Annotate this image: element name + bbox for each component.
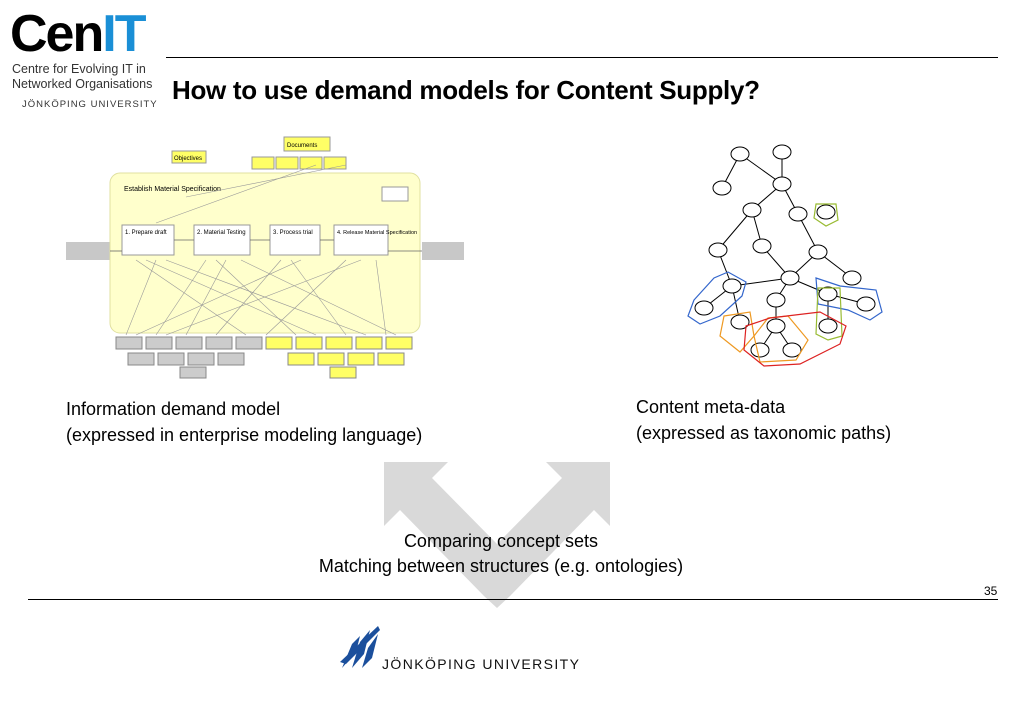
logo-subtitle-line1: Centre for Evolving IT in bbox=[12, 62, 146, 76]
tree-nodes bbox=[694, 144, 876, 358]
output-bar bbox=[422, 242, 464, 260]
step-4-box bbox=[333, 224, 389, 256]
step-3-box bbox=[269, 224, 321, 256]
jonkoping-university-emblem-icon bbox=[340, 626, 380, 668]
objectives-label: Objectives bbox=[174, 156, 202, 162]
logo-university: JÖNKÖPING UNIVERSITY bbox=[22, 99, 158, 110]
center-text-line2: Matching between structures (e.g. ontolo… bbox=[318, 556, 684, 576]
step-1-label: 1. Prepare draft bbox=[125, 230, 167, 236]
legend-box bbox=[381, 186, 409, 202]
bottom-divider bbox=[28, 599, 998, 600]
documents-box bbox=[283, 136, 331, 152]
right-caption-line1: Content meta-data bbox=[636, 397, 786, 417]
right-caption: Content meta-data (expressed as taxonomi… bbox=[636, 394, 891, 446]
left-caption-line2: (expressed in enterprise modeling langua… bbox=[66, 425, 423, 445]
documents-label: Documents bbox=[287, 143, 317, 149]
top-divider bbox=[166, 57, 998, 58]
double-arrow-graphic bbox=[384, 462, 610, 608]
process-title: Establish Material Specification bbox=[124, 186, 221, 193]
left-caption: Information demand model (expressed in e… bbox=[66, 396, 422, 448]
double-arrow-shape bbox=[384, 462, 610, 608]
right-caption-line2: (expressed as taxonomic paths) bbox=[636, 423, 892, 443]
taxonomic-path-outlines bbox=[687, 203, 883, 367]
step-3-label: 3. Process trial bbox=[273, 230, 313, 236]
output-boxes bbox=[115, 336, 413, 379]
logo-subtitle-line2: Networked Organisations bbox=[12, 77, 153, 91]
document-items bbox=[251, 156, 347, 170]
center-text-line1: Comparing concept sets bbox=[403, 531, 599, 551]
step-4-label: 4. Release Material Specification bbox=[337, 230, 417, 236]
slide-title: How to use demand models for Content Sup… bbox=[172, 75, 760, 105]
taxonomy-tree-diagram bbox=[687, 144, 883, 367]
step-2-label: 2. Material Testing bbox=[197, 230, 246, 236]
cenit-logo: CenIT bbox=[10, 5, 146, 63]
process-container bbox=[109, 172, 421, 334]
step-2-box bbox=[193, 224, 251, 256]
step-1-box bbox=[121, 224, 175, 256]
connection-lines bbox=[125, 164, 397, 336]
objectives-box bbox=[171, 150, 207, 164]
footer-university-name: JÖNKÖPING UNIVERSITY bbox=[382, 656, 581, 672]
left-caption-line1: Information demand model bbox=[66, 399, 281, 419]
information-demand-model-diagram: Documents Objectives Establish Material … bbox=[66, 136, 464, 379]
input-bar bbox=[66, 242, 110, 260]
page-number: 35 bbox=[984, 584, 998, 598]
